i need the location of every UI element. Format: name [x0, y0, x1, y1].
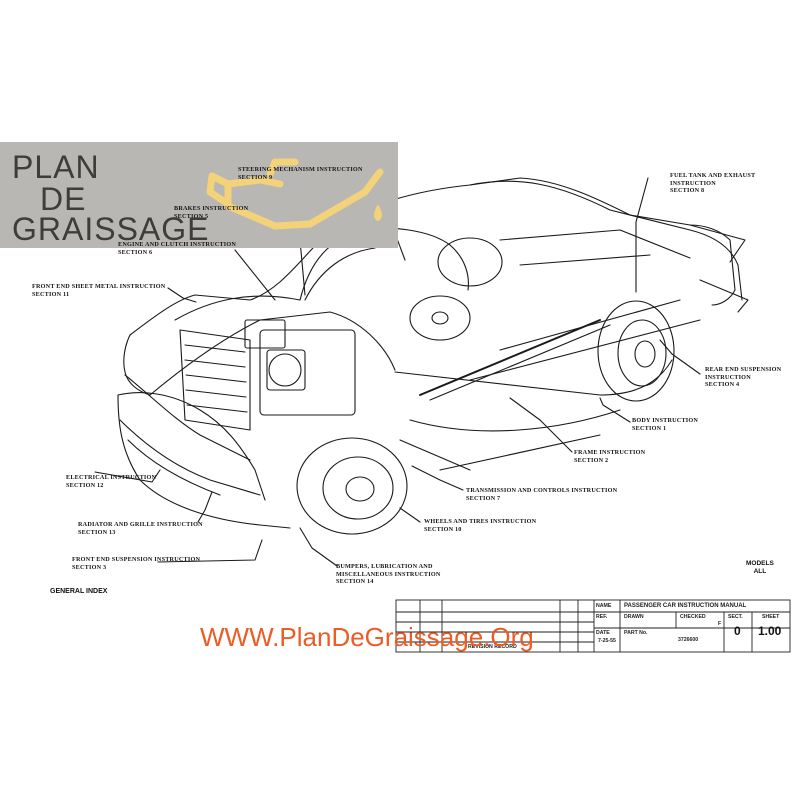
callout-bumpers: BUMPERS, LUBRICATION AND MISCELLANEOUS I… [336, 563, 441, 586]
tb-checked-label: CHECKED [680, 614, 706, 620]
callout-steering-section: SECTION 9 [238, 173, 273, 181]
tb-sheet-value: 1.00 [758, 624, 782, 638]
watermark-logo: PLAN DE GRAISSAGE [0, 142, 398, 248]
tb-checked-value: F [718, 621, 722, 627]
callout-frame: FRAME INSTRUCTION SECTION 2 [574, 449, 645, 464]
tb-drawn-label: DRAWN [624, 614, 644, 620]
callout-wheels-title: WHEELS AND TIRES INSTRUCTION [424, 518, 537, 525]
callout-rear-suspension-title-2: INSTRUCTION [705, 373, 751, 381]
tb-part-label: PART No. [624, 630, 648, 636]
callout-rear-suspension: REAR END SUSPENSION INSTRUCTION SECTION … [705, 366, 781, 389]
callout-electrical: ELECTRICAL INSTRUCTION SECTION 12 [66, 474, 156, 489]
callout-radiator: RADIATOR AND GRILLE INSTRUCTION SECTION … [78, 521, 203, 536]
callout-body-section: SECTION 1 [632, 424, 667, 432]
tb-name-label: NAME [596, 603, 612, 609]
tb-ref-label: REF. [596, 614, 608, 620]
tb-date-value: 7-25-55 [598, 638, 616, 644]
callout-fuel-title: FUEL TANK AND EXHAUST [670, 172, 756, 179]
callout-steering: STEERING MECHANISM INSTRUCTION SECTION 9 [238, 166, 363, 181]
callout-fuel: FUEL TANK AND EXHAUST INSTRUCTION SECTIO… [670, 172, 755, 195]
watermark-website: WWW.PlanDeGraissage.Org [200, 622, 534, 652]
callout-bumpers-title-2: MISCELLANEOUS INSTRUCTION [336, 570, 441, 578]
callout-transmission: TRANSMISSION AND CONTROLS INSTRUCTION SE… [466, 487, 617, 502]
callout-engine-section: SECTION 6 [118, 248, 153, 256]
general-index-heading: GENERAL INDEX [50, 588, 108, 595]
callout-engine: ENGINE AND CLUTCH INSTRUCTION SECTION 6 [118, 241, 236, 256]
callout-front-sheet-metal-title: FRONT END SHEET METAL INSTRUCTION [32, 283, 166, 290]
callout-radiator-title: RADIATOR AND GRILLE INSTRUCTION [78, 521, 203, 528]
callout-electrical-title: ELECTRICAL INSTRUCTION [66, 474, 157, 481]
callout-engine-title: ENGINE AND CLUTCH INSTRUCTION [118, 241, 237, 248]
models-title: MODELS [746, 560, 774, 567]
callout-steering-title: STEERING MECHANISM INSTRUCTION [238, 166, 363, 173]
callout-body-title: BODY INSTRUCTION [632, 417, 699, 424]
callout-brakes: BRAKES INSTRUCTION SECTION 5 [174, 205, 248, 220]
callout-brakes-section: SECTION 5 [174, 212, 209, 220]
callout-electrical-section: SECTION 12 [66, 481, 104, 489]
callout-bumpers-title: BUMPERS, LUBRICATION AND [336, 563, 433, 570]
tb-sheet-label: SHEET [762, 614, 780, 620]
tb-part-value: 3726600 [678, 637, 699, 643]
callout-wheels: WHEELS AND TIRES INSTRUCTION SECTION 10 [424, 518, 536, 533]
tb-date-label: DATE [596, 630, 610, 636]
callout-transmission-section: SECTION 7 [466, 494, 501, 502]
callout-bumpers-section: SECTION 14 [336, 578, 374, 585]
callout-rear-suspension-section: SECTION 4 [705, 381, 740, 388]
callout-front-suspension-title: FRONT END SUSPENSION INSTRUCTION [72, 556, 201, 563]
callout-transmission-title: TRANSMISSION AND CONTROLS INSTRUCTION [466, 487, 618, 494]
callout-fuel-title-2: INSTRUCTION [670, 179, 716, 187]
callout-front-sheet-metal-section: SECTION 11 [32, 290, 70, 298]
callout-brakes-title: BRAKES INSTRUCTION [174, 205, 249, 212]
tb-sect-value: 0 [734, 624, 741, 638]
callout-front-suspension: FRONT END SUSPENSION INSTRUCTION SECTION… [72, 556, 200, 571]
logo-line-2: DE [40, 181, 87, 217]
tb-name-value: PASSENGER CAR INSTRUCTION MANUAL [624, 603, 747, 609]
models-block: MODELS ALL [746, 560, 774, 576]
callout-frame-section: SECTION 2 [574, 456, 609, 464]
callout-body: BODY INSTRUCTION SECTION 1 [632, 417, 698, 432]
callout-fuel-section: SECTION 8 [670, 187, 705, 194]
callout-front-suspension-section: SECTION 3 [72, 563, 107, 571]
callout-frame-title: FRAME INSTRUCTION [574, 449, 646, 456]
tb-sect-label: SECT. [728, 614, 743, 620]
oil-can-icon [206, 158, 384, 230]
callout-front-sheet-metal: FRONT END SHEET METAL INSTRUCTION SECTIO… [32, 283, 165, 298]
callout-rear-suspension-title: REAR END SUSPENSION [705, 366, 782, 373]
tb-revision-label: REVISION RECORD [468, 644, 517, 650]
models-value: ALL [753, 568, 767, 575]
callout-wheels-section: SECTION 10 [424, 525, 462, 533]
logo-line-1: PLAN [12, 149, 100, 185]
logo-line-3: GRAISSAGE [12, 211, 210, 247]
callout-radiator-section: SECTION 13 [78, 528, 116, 536]
